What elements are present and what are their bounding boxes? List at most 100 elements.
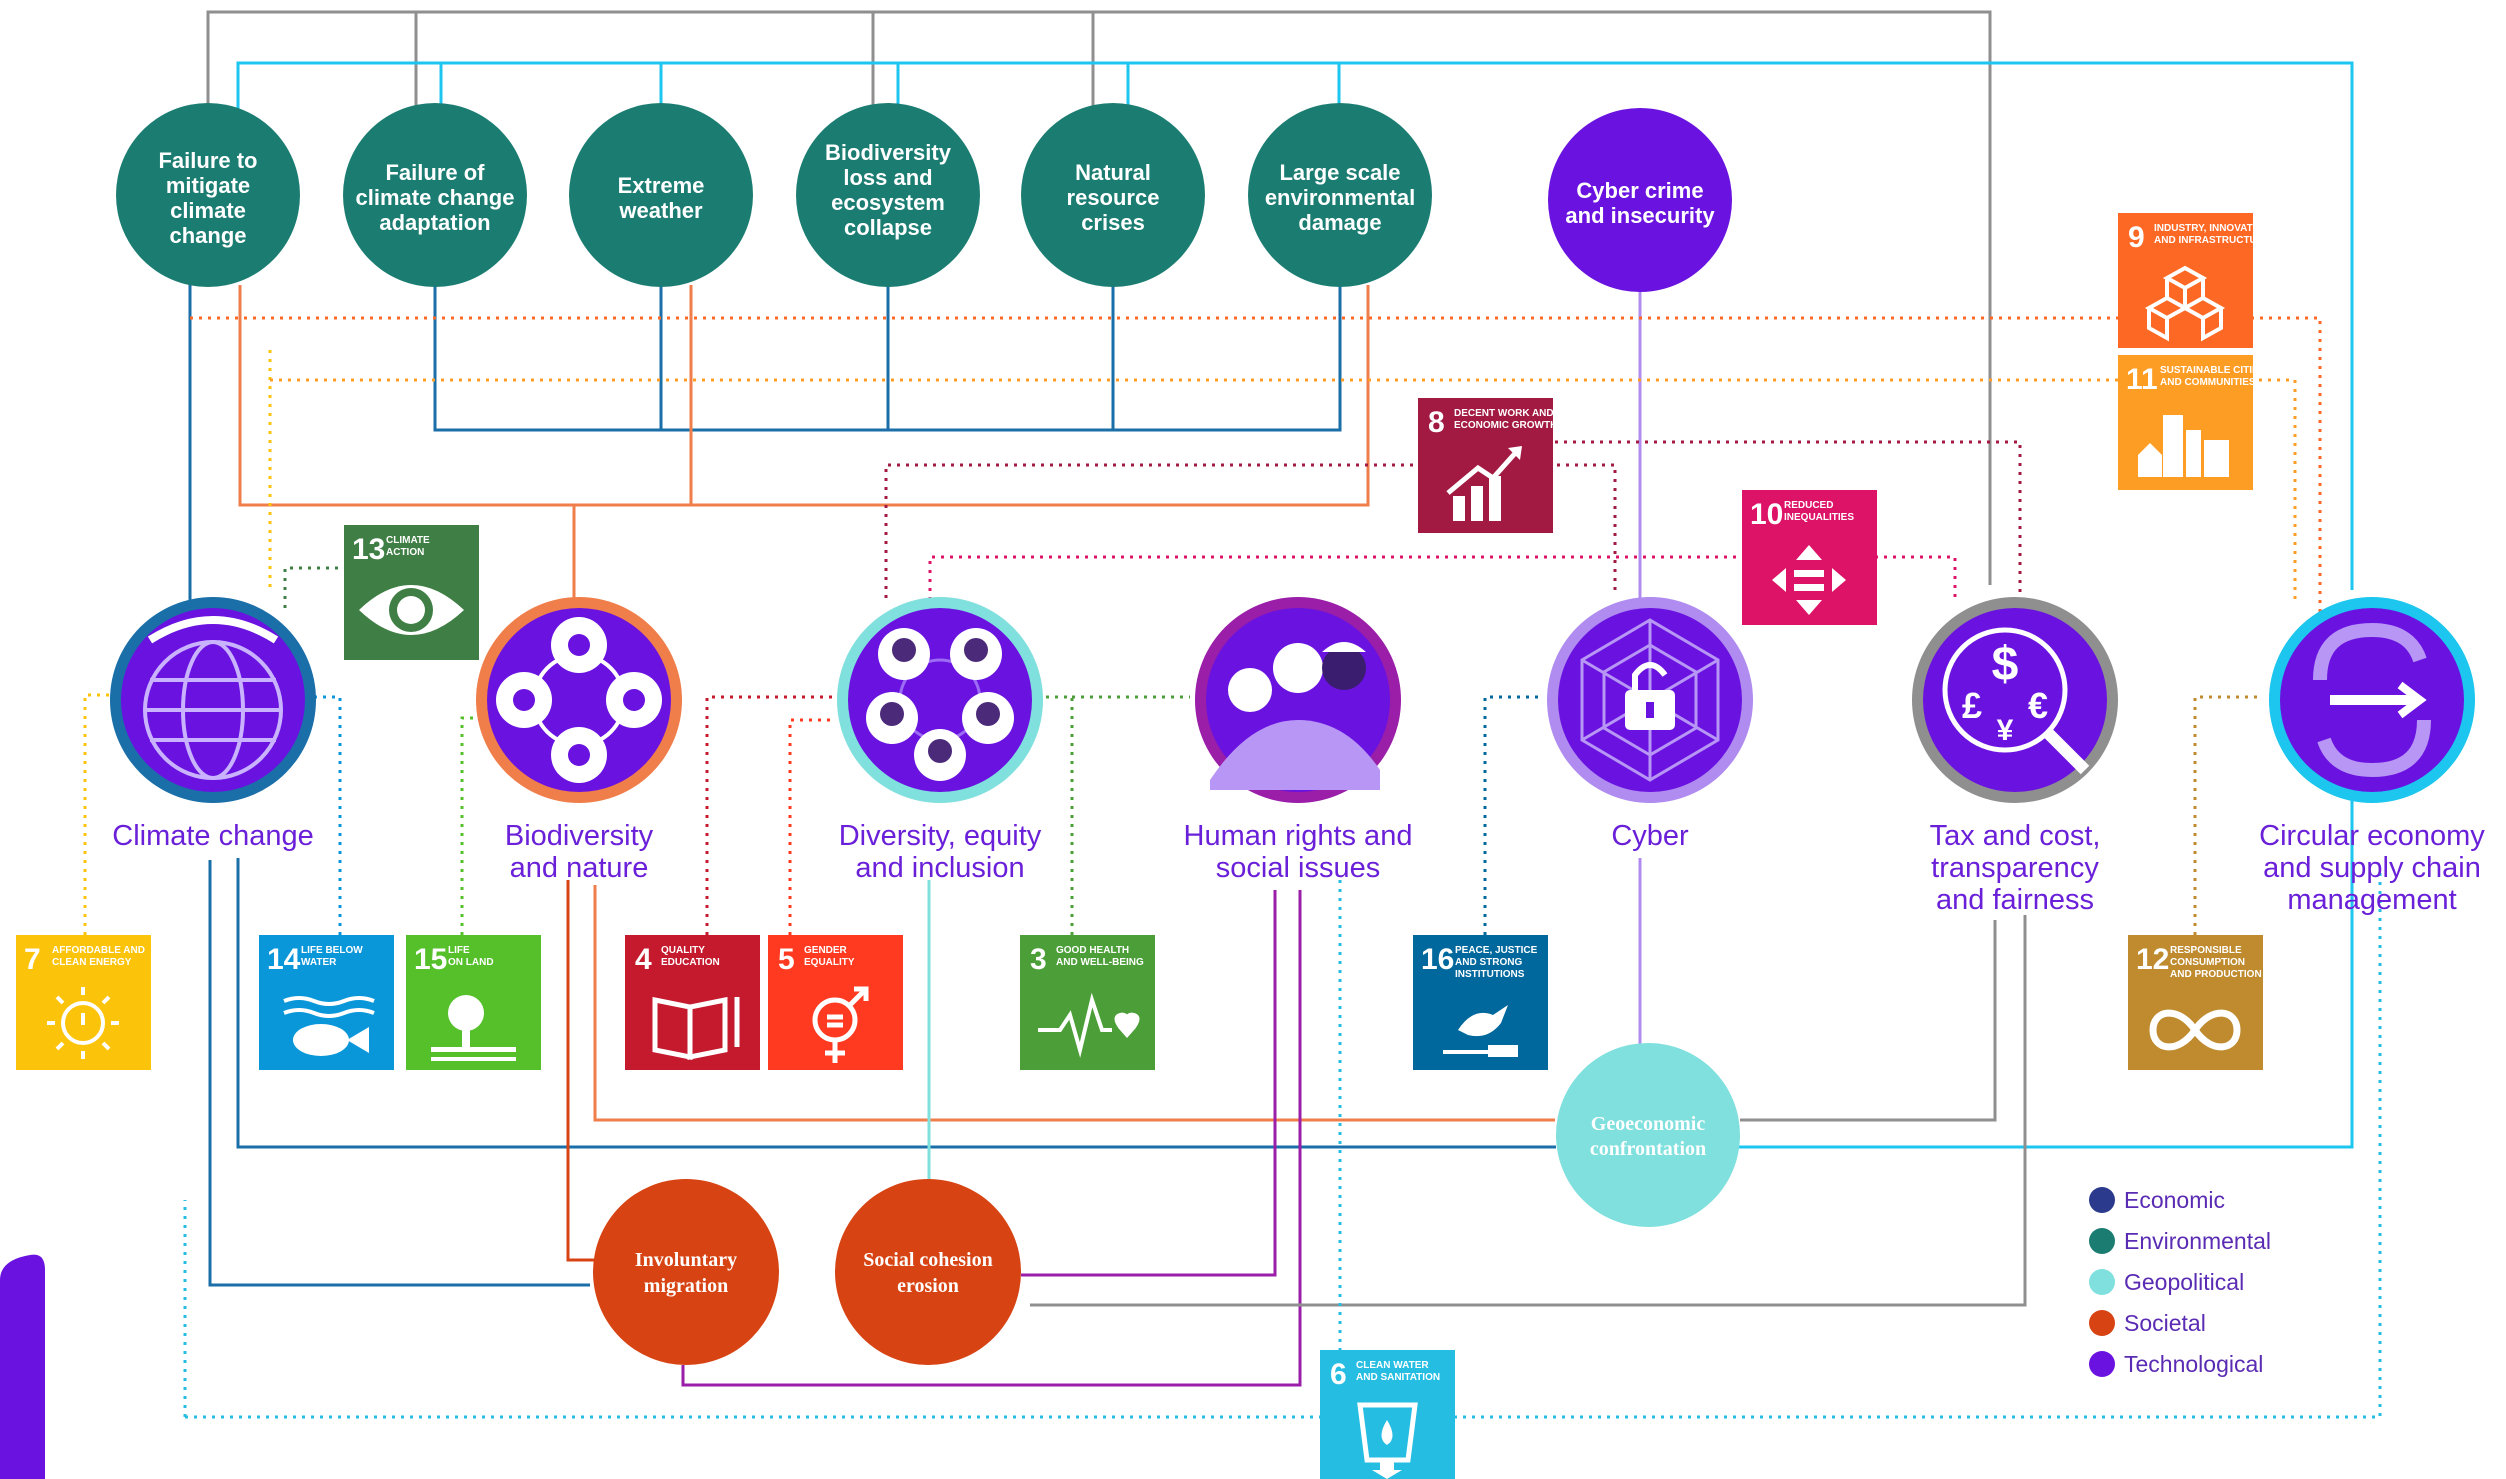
svg-text:16: 16 [1421, 943, 1454, 976]
svg-text:5: 5 [778, 943, 795, 976]
workers-icon [1210, 642, 1380, 790]
globe-icon [143, 616, 283, 780]
book-icon [652, 996, 740, 1061]
connector-lines [83, 10, 2382, 1419]
water-glass-icon [1357, 1402, 1418, 1479]
svg-text:$: $ [1992, 638, 2019, 691]
cycle-arrows-icon [2313, 622, 2431, 778]
svg-text:7: 7 [24, 943, 41, 976]
legend-item-environmental: Environmental [2089, 1228, 2271, 1254]
legend: Economic Environmental Geopolitical Soci… [2089, 1187, 2271, 1377]
growth-chart-icon [1446, 446, 1522, 521]
svg-text:Economic: Economic [2124, 1187, 2225, 1213]
cubes-icon [2144, 265, 2226, 342]
svg-text:Cyber: Cyber [1611, 820, 1689, 852]
svg-text:10: 10 [1750, 498, 1783, 531]
dove-icon [1443, 1005, 1518, 1057]
category-climate-change: Climate change [110, 597, 316, 852]
equality-arrows-icon [1772, 545, 1846, 615]
svg-text:Societal: Societal [2124, 1310, 2206, 1336]
sun-power-icon [47, 987, 119, 1059]
svg-text:8: 8 [1428, 406, 1445, 439]
legend-item-societal: Societal [2089, 1310, 2206, 1336]
svg-text:£: £ [1962, 685, 1982, 726]
category-cyber: Cyber [1547, 597, 1753, 852]
city-icon [2138, 415, 2229, 477]
fish-icon [283, 996, 375, 1056]
svg-text:11: 11 [2126, 363, 2158, 396]
animals-icon [496, 617, 662, 783]
legend-item-economic: Economic [2089, 1187, 2225, 1213]
tree-icon [431, 995, 516, 1061]
svg-text:¥: ¥ [1997, 714, 2014, 747]
svg-text:6: 6 [1330, 1358, 1347, 1391]
svg-text:14: 14 [267, 943, 301, 976]
svg-text:Technological: Technological [2124, 1351, 2263, 1377]
eye-globe-icon [359, 585, 464, 635]
gender-icon [812, 986, 869, 1063]
legend-item-geopolitical: Geopolitical [2089, 1269, 2244, 1295]
currency-icon: $ £ € ¥ [1942, 627, 2090, 775]
svg-text:Environmental: Environmental [2124, 1228, 2271, 1254]
svg-text:Climate change: Climate change [112, 820, 314, 852]
infinity-icon [2149, 1009, 2241, 1051]
heartbeat-icon [1038, 992, 1140, 1058]
lock-web-icon [1580, 618, 1720, 782]
svg-text:13: 13 [352, 533, 385, 566]
